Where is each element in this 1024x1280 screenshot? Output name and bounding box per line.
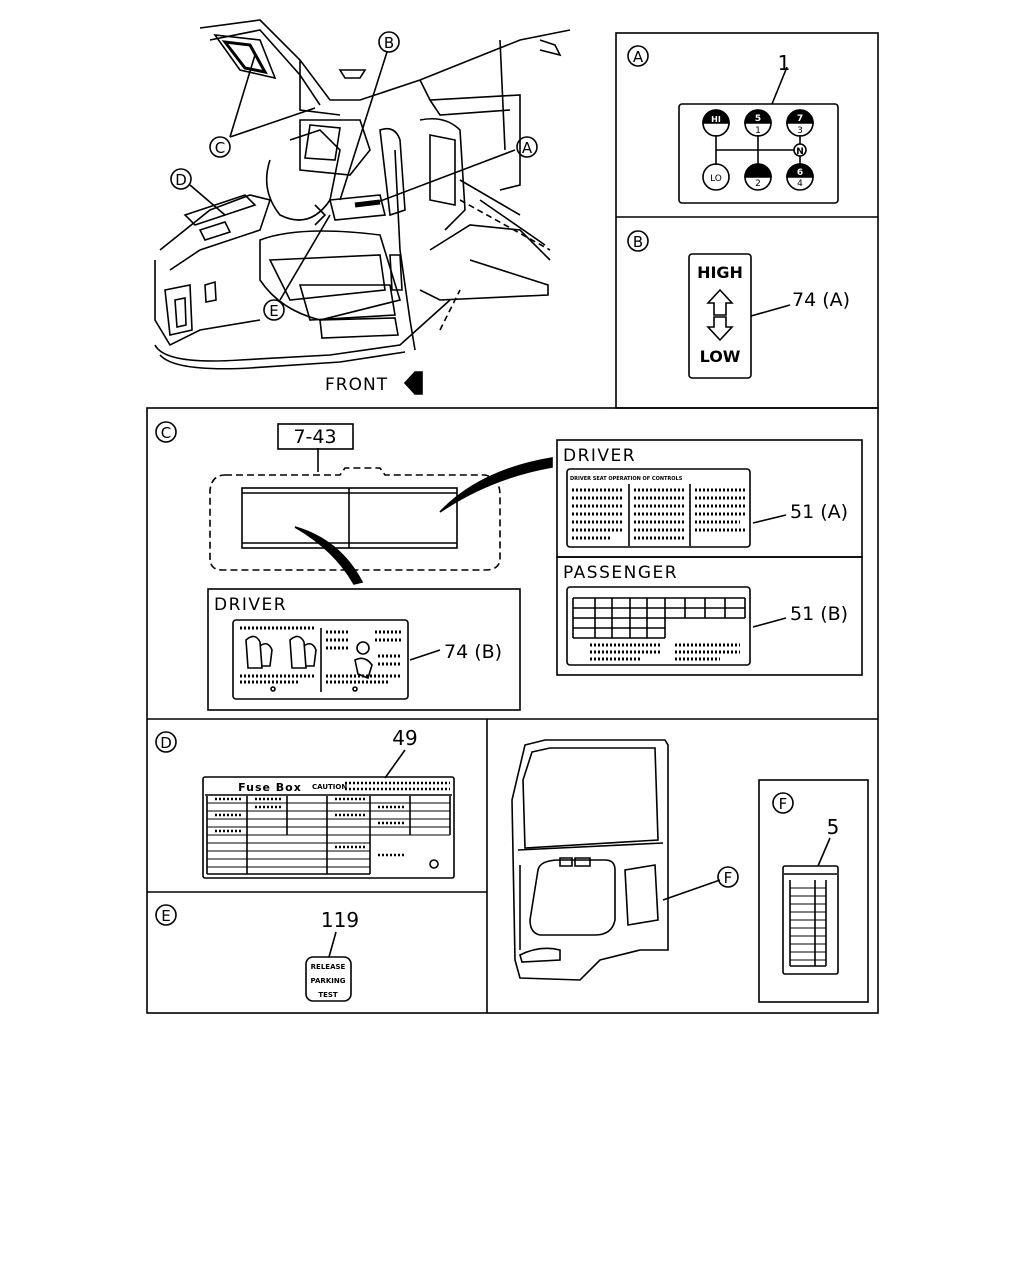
panel-marker-circles	[155, 45, 794, 926]
fuse-caution: CAUTION	[312, 783, 347, 791]
front-label: FRONT	[325, 375, 388, 395]
section-e-marker: E	[161, 907, 170, 925]
section-a-marker: A	[633, 48, 644, 66]
gear-1: 1	[755, 126, 761, 136]
door-callout-f-letter: F	[724, 869, 733, 887]
part-number-5: 5	[827, 815, 840, 839]
driver-label-heading: DRIVER SEAT OPERATION OF CONTROLS	[570, 476, 683, 482]
section-c-marker: C	[161, 424, 171, 442]
gear-7: 7	[797, 114, 803, 124]
gear-5: 5	[755, 114, 761, 124]
gear-hi: HI	[711, 115, 721, 124]
gear-n: N	[796, 147, 804, 157]
callout-b-letter: B	[384, 34, 394, 52]
section-b-marker: B	[633, 233, 643, 251]
fuse-dashes	[215, 781, 450, 857]
section-d-marker: D	[160, 734, 172, 752]
visor-driver-label	[207, 588, 521, 711]
callout-c-letter: C	[215, 139, 225, 157]
gear-3: 3	[797, 126, 803, 136]
visor-driver-title: DRIVER	[214, 595, 287, 615]
gear-lo: LO	[710, 174, 722, 184]
driver-title: DRIVER	[563, 446, 636, 466]
button-test: TEST	[318, 991, 338, 999]
cab-door-illustration	[511, 739, 869, 1003]
sun-visor	[209, 423, 553, 585]
parking-release-button	[305, 931, 352, 1002]
ref-number-7-43: 7-43	[293, 426, 336, 448]
high-text: HIGH	[697, 263, 743, 282]
door-label-rows	[790, 887, 826, 961]
part-number-74a: 74 (A)	[792, 289, 850, 311]
section-f-marker: F	[779, 795, 788, 813]
gear-4: 4	[797, 179, 803, 189]
shift-knob-circles	[702, 109, 814, 191]
callout-a-letter: A	[522, 139, 533, 157]
part-number-74b: 74 (B)	[444, 641, 502, 663]
fuse-box-title: Fuse Box	[238, 781, 302, 794]
panel-frames	[146, 32, 879, 1014]
high-low-label	[688, 253, 791, 379]
part-number-51a: 51 (A)	[790, 501, 848, 523]
passenger-label-dashes	[590, 643, 740, 661]
passenger-label	[556, 556, 863, 676]
overview-leaders	[189, 51, 516, 301]
gear-6: 6	[797, 168, 803, 178]
cab-interior-illustration	[154, 19, 571, 395]
button-parking: PARKING	[311, 977, 346, 985]
part-number-49: 49	[392, 726, 417, 750]
overview-callout-circles	[170, 31, 538, 321]
visor-label-dashes	[240, 626, 402, 684]
callout-d-letter: D	[175, 171, 187, 189]
passenger-title: PASSENGER	[563, 563, 678, 583]
low-text: LOW	[700, 347, 741, 366]
part-number-51b: 51 (B)	[790, 603, 848, 625]
fuse-rows	[207, 802, 450, 868]
gear-2: 2	[755, 179, 761, 189]
part-number-119: 119	[321, 908, 359, 932]
button-release: RELEASE	[311, 963, 346, 971]
driver-label-text-dashes	[572, 488, 745, 540]
callout-e-letter: E	[269, 302, 278, 320]
part-number-1: 1	[778, 51, 791, 75]
